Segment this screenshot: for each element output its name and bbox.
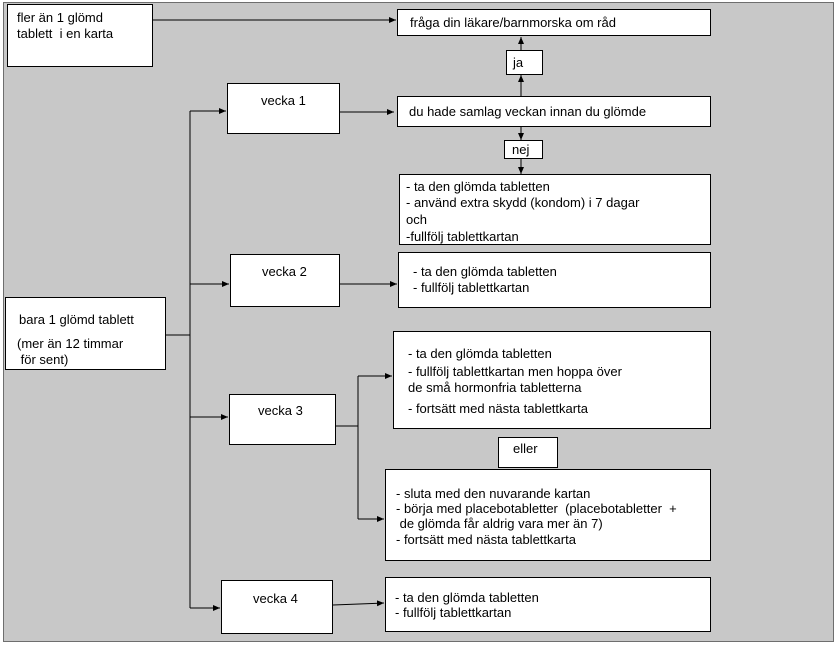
week-3-option-a-box: - ta den glömda tabletten - fullfölj tab… [393, 331, 711, 429]
box-text: vecka 4 [253, 591, 298, 606]
box-text-line: - fullfölj tablettkartan men hoppa över [408, 364, 622, 379]
box-text-line: - ta den glömda tabletten [413, 264, 557, 279]
box-text-line: - ta den glömda tabletten [408, 346, 552, 361]
intercourse-question-box: du hade samlag veckan innan du glömde [397, 96, 711, 127]
week-4-action-box: - ta den glömda tabletten - fullfölj tab… [385, 577, 711, 632]
box-text: vecka 2 [262, 264, 307, 279]
box-text-line: för sent) [17, 352, 69, 367]
week-3-box: vecka 3 [229, 394, 336, 445]
week-2-action-box: - ta den glömda tabletten - fullfölj tab… [398, 252, 711, 308]
more-than-one-forgotten-box: fler än 1 glömd tablett i en karta [7, 4, 153, 67]
box-text-line: - fullfölj tablettkartan [395, 605, 512, 620]
box-text-line: de glömda får aldrig vara mer än 7) [396, 516, 603, 531]
box-text: nej [512, 142, 530, 157]
box-text-line: fler än 1 glömd [17, 10, 103, 25]
week-1-box: vecka 1 [227, 83, 340, 134]
box-text-line: - fortsätt med nästa tablettkarta [396, 532, 576, 547]
box-text: ja [513, 55, 524, 70]
box-text-line: - ta den glömda tabletten [395, 590, 539, 605]
week-2-box: vecka 2 [230, 254, 340, 307]
only-one-forgotten-box: bara 1 glömd tablett (mer än 12 timmar f… [5, 297, 166, 370]
or-label-box: eller [498, 437, 558, 468]
box-text: vecka 1 [261, 93, 306, 108]
box-text: fråga din läkare/barnmorska om råd [410, 15, 616, 30]
box-text-line: - börja med placebotabletter (placebotab… [396, 501, 677, 516]
box-text: bara 1 glömd tablett [19, 312, 134, 327]
week-4-box: vecka 4 [221, 580, 333, 634]
no-label-box: nej [504, 140, 543, 159]
box-text-line: - fullfölj tablettkartan [413, 280, 530, 295]
box-text-line: tablett i en karta [17, 26, 114, 41]
box-text: eller [513, 441, 538, 456]
box-text-line: -fullfölj tablettkartan [406, 229, 519, 244]
box-text-line: - fortsätt med nästa tablettkarta [408, 401, 588, 416]
week-1-action-box: - ta den glömda tabletten - använd extra… [399, 174, 711, 245]
box-text: vecka 3 [258, 403, 303, 418]
box-text-line: (mer än 12 timmar [17, 336, 124, 351]
week-3-option-b-box: - sluta med den nuvarande kartan - börja… [385, 469, 711, 561]
arrow-vecka4-to-action [332, 600, 385, 607]
box-text-line: de små hormonfria tabletterna [408, 380, 582, 395]
box-text-line: - ta den glömda tabletten [406, 179, 550, 194]
yes-label-box: ja [506, 50, 543, 75]
box-text-line: och [406, 212, 427, 227]
box-text: du hade samlag veckan innan du glömde [409, 104, 647, 119]
box-text-line: - sluta med den nuvarande kartan [396, 486, 591, 501]
box-text-line: - använd extra skydd (kondom) i 7 dagar [406, 195, 640, 210]
ask-doctor-box: fråga din läkare/barnmorska om råd [397, 9, 711, 36]
